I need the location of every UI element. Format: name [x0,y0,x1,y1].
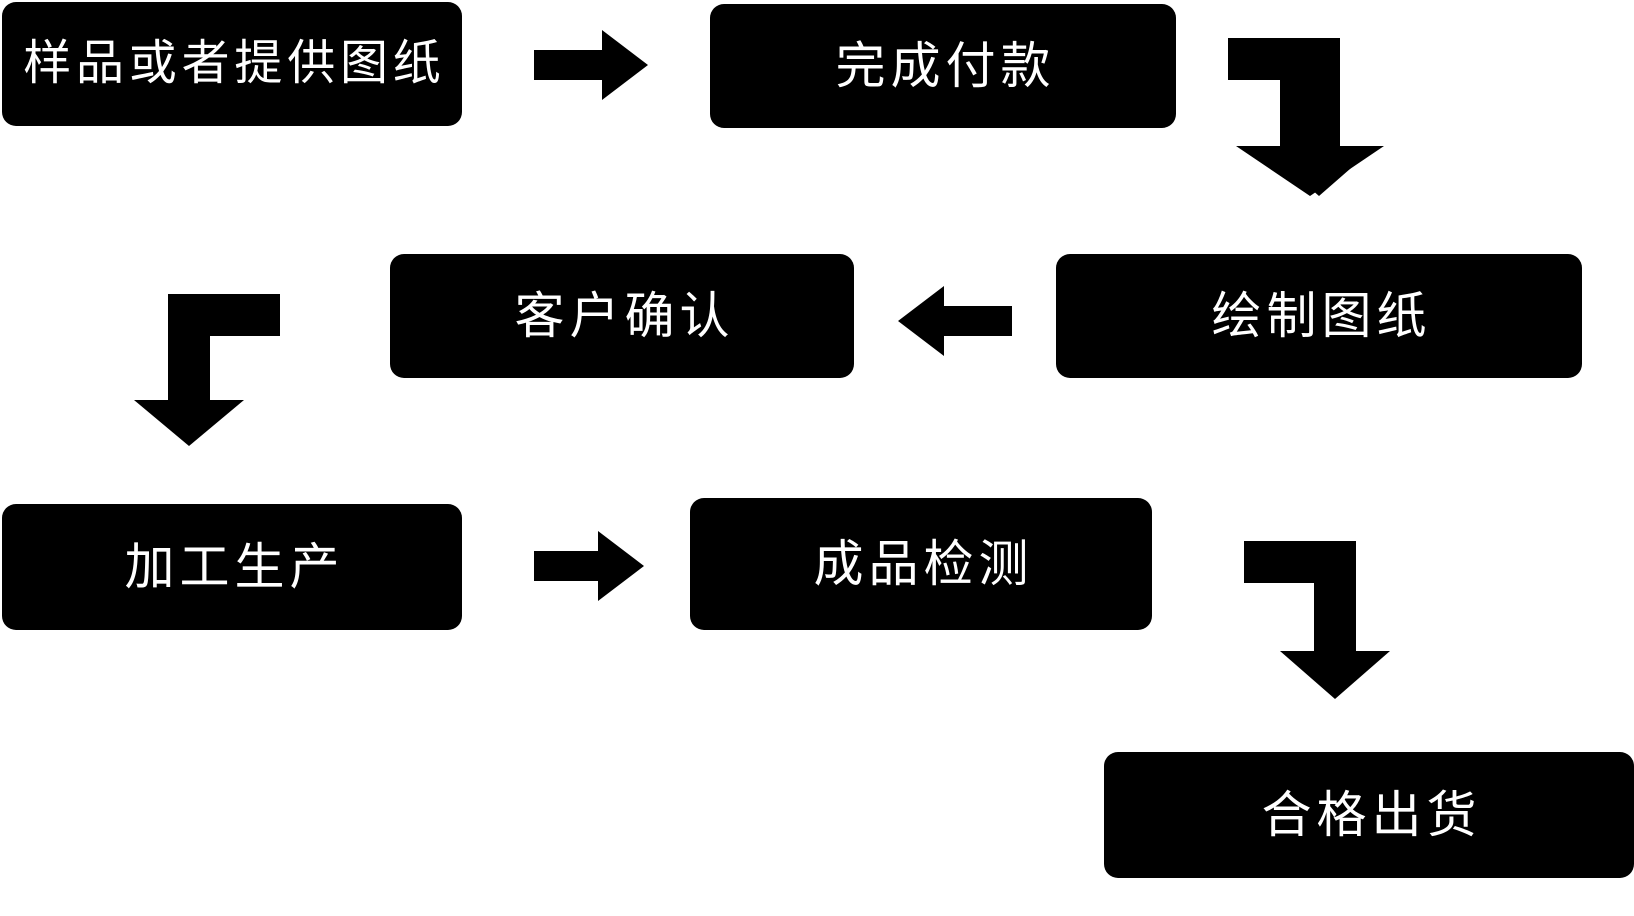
arrow-left-icon [898,286,1012,356]
node-complete-payment[interactable]: 完成付款 [710,4,1176,128]
arrow-confirm-to-production [112,294,280,446]
arrow-sample-to-payment [534,30,648,100]
node-sample-drawing[interactable]: 样品或者提供图纸 [2,2,462,126]
arrow-payment-to-drawing [1228,38,1384,196]
arrow-right-icon [534,531,644,601]
node-label-qualified-shipment: 合格出货 [1261,787,1482,843]
node-label-production: 加工生产 [124,539,345,595]
node-label-complete-payment: 完成付款 [835,38,1056,94]
node-draw-drawing[interactable]: 绘制图纸 [1056,254,1582,378]
node-label-finished-inspect: 成品检测 [813,536,1034,592]
arrow-production-to-inspect [534,531,644,601]
node-finished-inspect[interactable]: 成品检测 [690,498,1152,630]
node-label-draw-drawing: 绘制图纸 [1211,288,1432,344]
arrow-elbow-left-down-icon [134,294,280,446]
arrow-right-icon [534,30,648,100]
arrow-drawing-to-confirm [898,286,1012,356]
arrow-inspect-to-shipment [1244,541,1400,699]
arrow-elbow-right-down-icon [1228,38,1384,196]
arrow-elbow-right-down-icon [1244,541,1390,699]
node-production[interactable]: 加工生产 [2,504,462,630]
node-label-customer-confirm: 客户确认 [514,288,735,344]
node-qualified-shipment[interactable]: 合格出货 [1104,752,1634,878]
node-customer-confirm[interactable]: 客户确认 [390,254,854,378]
node-label-sample-drawing: 样品或者提供图纸 [23,37,446,90]
